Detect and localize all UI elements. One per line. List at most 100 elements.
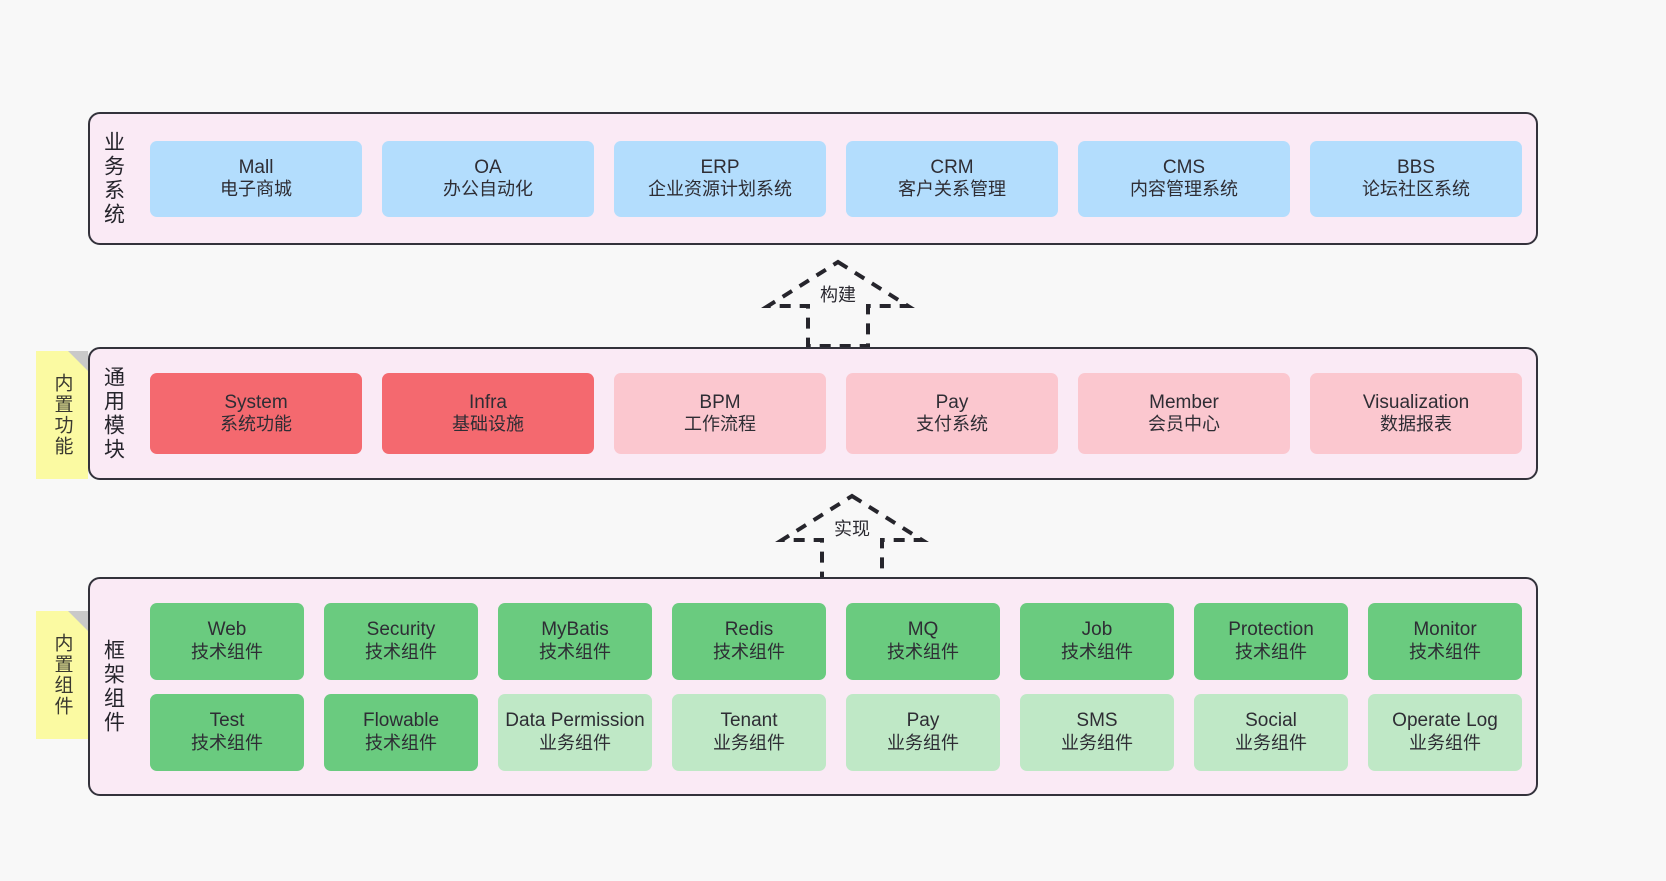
node-crm-title: CRM	[930, 156, 974, 178]
node-visualization-subtitle: 数据报表	[1380, 414, 1452, 435]
node-job[interactable]: Job 技术组件	[1020, 602, 1174, 680]
node-infra[interactable]: Infra 基础设施	[382, 373, 594, 454]
node-bpm-title: BPM	[699, 391, 741, 413]
node-mybatis[interactable]: MyBatis 技术组件	[498, 602, 652, 680]
business-systems-row: Mall 电子商城 OA 办公自动化 ERP 企业资源计划系统 CRM 客户关系…	[150, 140, 1522, 217]
layer-framework-components: 框架组件 Web 技术组件 Security 技术组件 MyBatis 技术组件…	[88, 577, 1538, 796]
node-data-permission[interactable]: Data Permission 业务组件	[498, 693, 652, 771]
node-member-subtitle: 会员中心	[1148, 414, 1220, 435]
node-bbs-title: BBS	[1396, 156, 1436, 178]
node-test-subtitle: 技术组件	[191, 732, 263, 753]
node-oa-subtitle: 办公自动化	[443, 179, 533, 200]
node-flowable-title: Flowable	[362, 710, 440, 732]
node-security-subtitle: 技术组件	[365, 641, 437, 662]
node-protection-title: Protection	[1228, 619, 1314, 641]
node-pay-component[interactable]: Pay 业务组件	[846, 693, 1000, 771]
node-mall-title: Mall	[238, 156, 274, 178]
node-redis[interactable]: Redis 技术组件	[672, 602, 826, 680]
node-infra-title: Infra	[468, 391, 508, 413]
connector-build-label: 构建	[820, 285, 856, 305]
node-bbs[interactable]: BBS 论坛社区系统	[1310, 140, 1522, 217]
connector-implement: 实现	[772, 490, 932, 585]
node-security[interactable]: Security 技术组件	[324, 602, 478, 680]
node-job-subtitle: 技术组件	[1061, 641, 1133, 662]
node-cms-title: CMS	[1162, 156, 1206, 178]
node-crm-subtitle: 客户关系管理	[898, 179, 1006, 200]
node-tenant-subtitle: 业务组件	[713, 732, 785, 753]
sticky-note-builtin-components: 内置组件	[36, 611, 88, 739]
sticky-note-builtin-functions: 内置功能	[36, 351, 88, 479]
hollow-arrow-icon	[775, 493, 929, 582]
node-system-title: System	[224, 391, 288, 413]
node-mall-subtitle: 电子商城	[220, 179, 292, 200]
node-system-subtitle: 系统功能	[220, 414, 292, 435]
node-cms[interactable]: CMS 内容管理系统	[1078, 140, 1290, 217]
node-mybatis-subtitle: 技术组件	[539, 641, 611, 662]
framework-components-row-2: Test 技术组件 Flowable 技术组件 Data Permission …	[150, 693, 1522, 771]
node-social-subtitle: 业务组件	[1235, 732, 1307, 753]
node-monitor-title: Monitor	[1413, 619, 1477, 641]
node-pay-module[interactable]: Pay 支付系统	[846, 373, 1058, 454]
node-mall[interactable]: Mall 电子商城	[150, 140, 362, 217]
sticky-note-builtin-components-label: 内置组件	[51, 633, 73, 717]
node-data-permission-subtitle: 业务组件	[539, 732, 611, 753]
node-sms[interactable]: SMS 业务组件	[1020, 693, 1174, 771]
node-pay-component-title: Pay	[906, 710, 940, 732]
layer-business-systems: 业务系统 Mall 电子商城 OA 办公自动化 ERP 企业资源计划系统 CRM…	[88, 112, 1538, 245]
common-modules-row: System 系统功能 Infra 基础设施 BPM 工作流程 Pay 支付系统…	[150, 373, 1522, 454]
node-oa-title: OA	[474, 156, 502, 178]
node-web-title: Web	[207, 619, 247, 641]
node-infra-subtitle: 基础设施	[452, 414, 524, 435]
node-monitor-subtitle: 技术组件	[1409, 641, 1481, 662]
node-mq-subtitle: 技术组件	[887, 641, 959, 662]
node-crm[interactable]: CRM 客户关系管理	[846, 140, 1058, 217]
node-web[interactable]: Web 技术组件	[150, 602, 304, 680]
connector-build: 构建	[758, 256, 918, 351]
node-redis-subtitle: 技术组件	[713, 641, 785, 662]
node-monitor[interactable]: Monitor 技术组件	[1368, 602, 1522, 680]
node-protection[interactable]: Protection 技术组件	[1194, 602, 1348, 680]
node-tenant-title: Tenant	[720, 710, 778, 732]
node-data-permission-title: Data Permission	[505, 710, 645, 732]
node-protection-subtitle: 技术组件	[1235, 641, 1307, 662]
layer-common-modules: 通用模块 System 系统功能 Infra 基础设施 BPM 工作流程 Pay…	[88, 347, 1538, 480]
node-mq[interactable]: MQ 技术组件	[846, 602, 1000, 680]
node-member[interactable]: Member 会员中心	[1078, 373, 1290, 454]
node-flowable[interactable]: Flowable 技术组件	[324, 693, 478, 771]
sticky-note-builtin-functions-label: 内置功能	[51, 373, 73, 457]
node-visualization[interactable]: Visualization 数据报表	[1310, 373, 1522, 454]
node-test-title: Test	[209, 710, 245, 732]
hollow-arrow-icon	[761, 259, 915, 348]
node-erp[interactable]: ERP 企业资源计划系统	[614, 140, 826, 217]
node-system[interactable]: System 系统功能	[150, 373, 362, 454]
node-erp-subtitle: 企业资源计划系统	[648, 179, 792, 200]
node-operate-log-title: Operate Log	[1392, 710, 1498, 732]
layer-body-framework: Web 技术组件 Security 技术组件 MyBatis 技术组件 Redi…	[136, 579, 1536, 794]
layer-body-modules: System 系统功能 Infra 基础设施 BPM 工作流程 Pay 支付系统…	[136, 349, 1536, 478]
node-tenant[interactable]: Tenant 业务组件	[672, 693, 826, 771]
connector-implement-label: 实现	[834, 519, 870, 539]
layer-title-framework: 框架组件	[101, 638, 125, 735]
node-flowable-subtitle: 技术组件	[365, 732, 437, 753]
node-bpm[interactable]: BPM 工作流程	[614, 373, 826, 454]
node-oa[interactable]: OA 办公自动化	[382, 140, 594, 217]
node-sms-subtitle: 业务组件	[1061, 732, 1133, 753]
node-job-title: Job	[1081, 619, 1113, 641]
node-sms-title: SMS	[1076, 710, 1118, 732]
node-cms-subtitle: 内容管理系统	[1130, 179, 1238, 200]
node-pay-module-title: Pay	[935, 391, 969, 413]
node-social[interactable]: Social 业务组件	[1194, 693, 1348, 771]
node-operate-log-subtitle: 业务组件	[1409, 732, 1481, 753]
framework-components-row-1: Web 技术组件 Security 技术组件 MyBatis 技术组件 Redi…	[150, 602, 1522, 680]
node-erp-title: ERP	[700, 156, 740, 178]
node-operate-log[interactable]: Operate Log 业务组件	[1368, 693, 1522, 771]
node-bpm-subtitle: 工作流程	[684, 414, 756, 435]
node-member-title: Member	[1149, 391, 1219, 413]
node-visualization-title: Visualization	[1362, 391, 1470, 413]
node-mq-title: MQ	[907, 619, 939, 641]
node-test[interactable]: Test 技术组件	[150, 693, 304, 771]
layer-title-modules: 通用模块	[101, 365, 125, 462]
node-pay-component-subtitle: 业务组件	[887, 732, 959, 753]
node-security-title: Security	[366, 619, 436, 641]
node-pay-module-subtitle: 支付系统	[916, 414, 988, 435]
